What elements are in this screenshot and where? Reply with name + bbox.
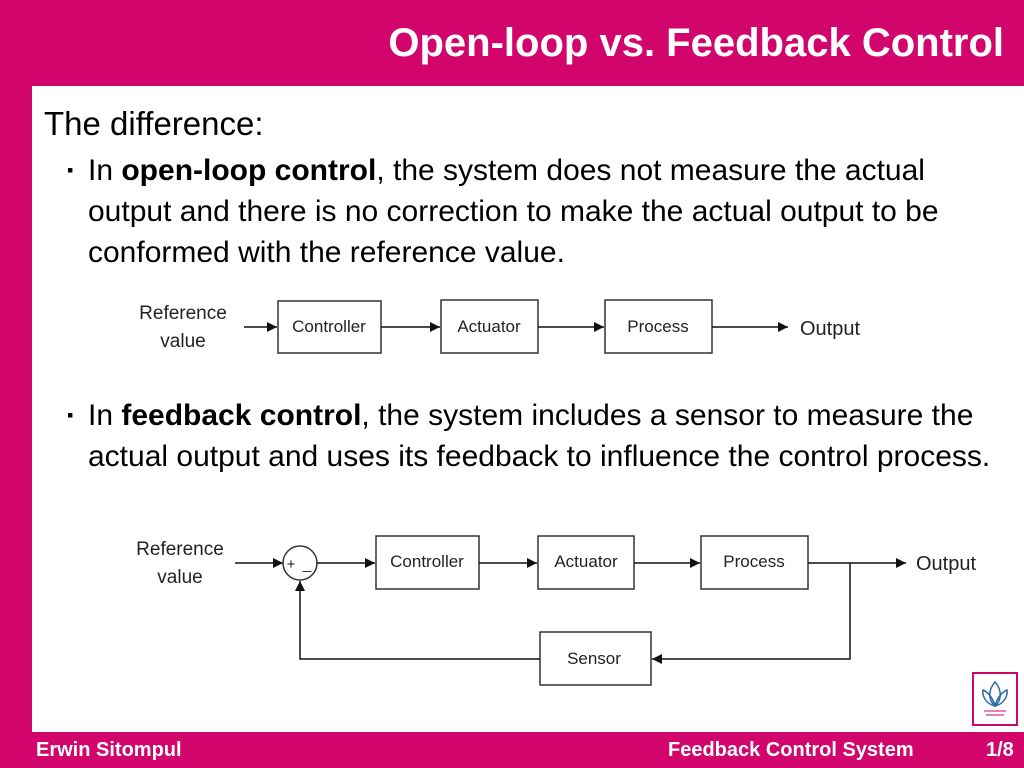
footer-course: Feedback Control System [668,739,914,761]
open-loop-diagram: Reference value Controller Actuator Proc… [139,299,860,354]
sum-plus-sign: + [287,556,296,573]
process-block [700,535,809,590]
output-label: Output [916,553,976,575]
slide-title: Open-loop vs. Feedback Control [388,21,1004,65]
reference-label: Reference [139,303,227,324]
bullet-lead: In [88,399,122,432]
slide-content: The difference: ▪In open-loop control, t… [32,86,1024,732]
block-label: Actuator [457,317,521,336]
output-label: Output [800,318,860,340]
block-label: Process [627,317,688,336]
page-number: 1/8 [986,739,1014,761]
bullet-marker: ▪ [67,405,74,425]
sum-minus-sign: _ [302,556,312,573]
footer: Erwin Sitompul Feedback Control System 1… [0,732,1024,768]
feedback-arrow [652,563,851,664]
feedback-arrow [295,581,540,660]
reference-label: value [157,567,202,588]
footer-author: Erwin Sitompul [36,739,182,761]
reference-label: Reference [136,539,224,560]
bullet-text: , the system does not measure the actual… [88,154,939,269]
reference-label: value [160,331,205,352]
university-logo-icon [972,672,1018,726]
slide-heading: The difference: [44,105,264,142]
block-label: Sensor [567,649,621,668]
bullet-marker: ▪ [67,160,74,180]
bullet-text: , the system includes a sensor to measur… [88,399,991,473]
controller-block [277,300,382,354]
bullet-term: feedback control [121,399,362,432]
block-label: Controller [390,552,464,571]
block-label: Controller [292,317,366,336]
block-label: Actuator [554,552,618,571]
controller-block [375,535,480,590]
title-bar: Open-loop vs. Feedback Control [0,0,1024,86]
process-block [604,299,713,354]
bullet-feedback: ▪ In feedback control, the system include… [67,395,1008,477]
block-label: Process [723,552,784,571]
feedback-diagram: Reference value + _ Controller Actuator … [136,535,976,686]
actuator-block [537,535,635,590]
bullet-term: open-loop control [121,154,377,187]
bullet-lead: In [88,154,122,187]
sensor-block [539,631,652,686]
bullet-open-loop: ▪ In open-loop control, the system does n… [67,150,1008,273]
actuator-block [440,299,539,354]
